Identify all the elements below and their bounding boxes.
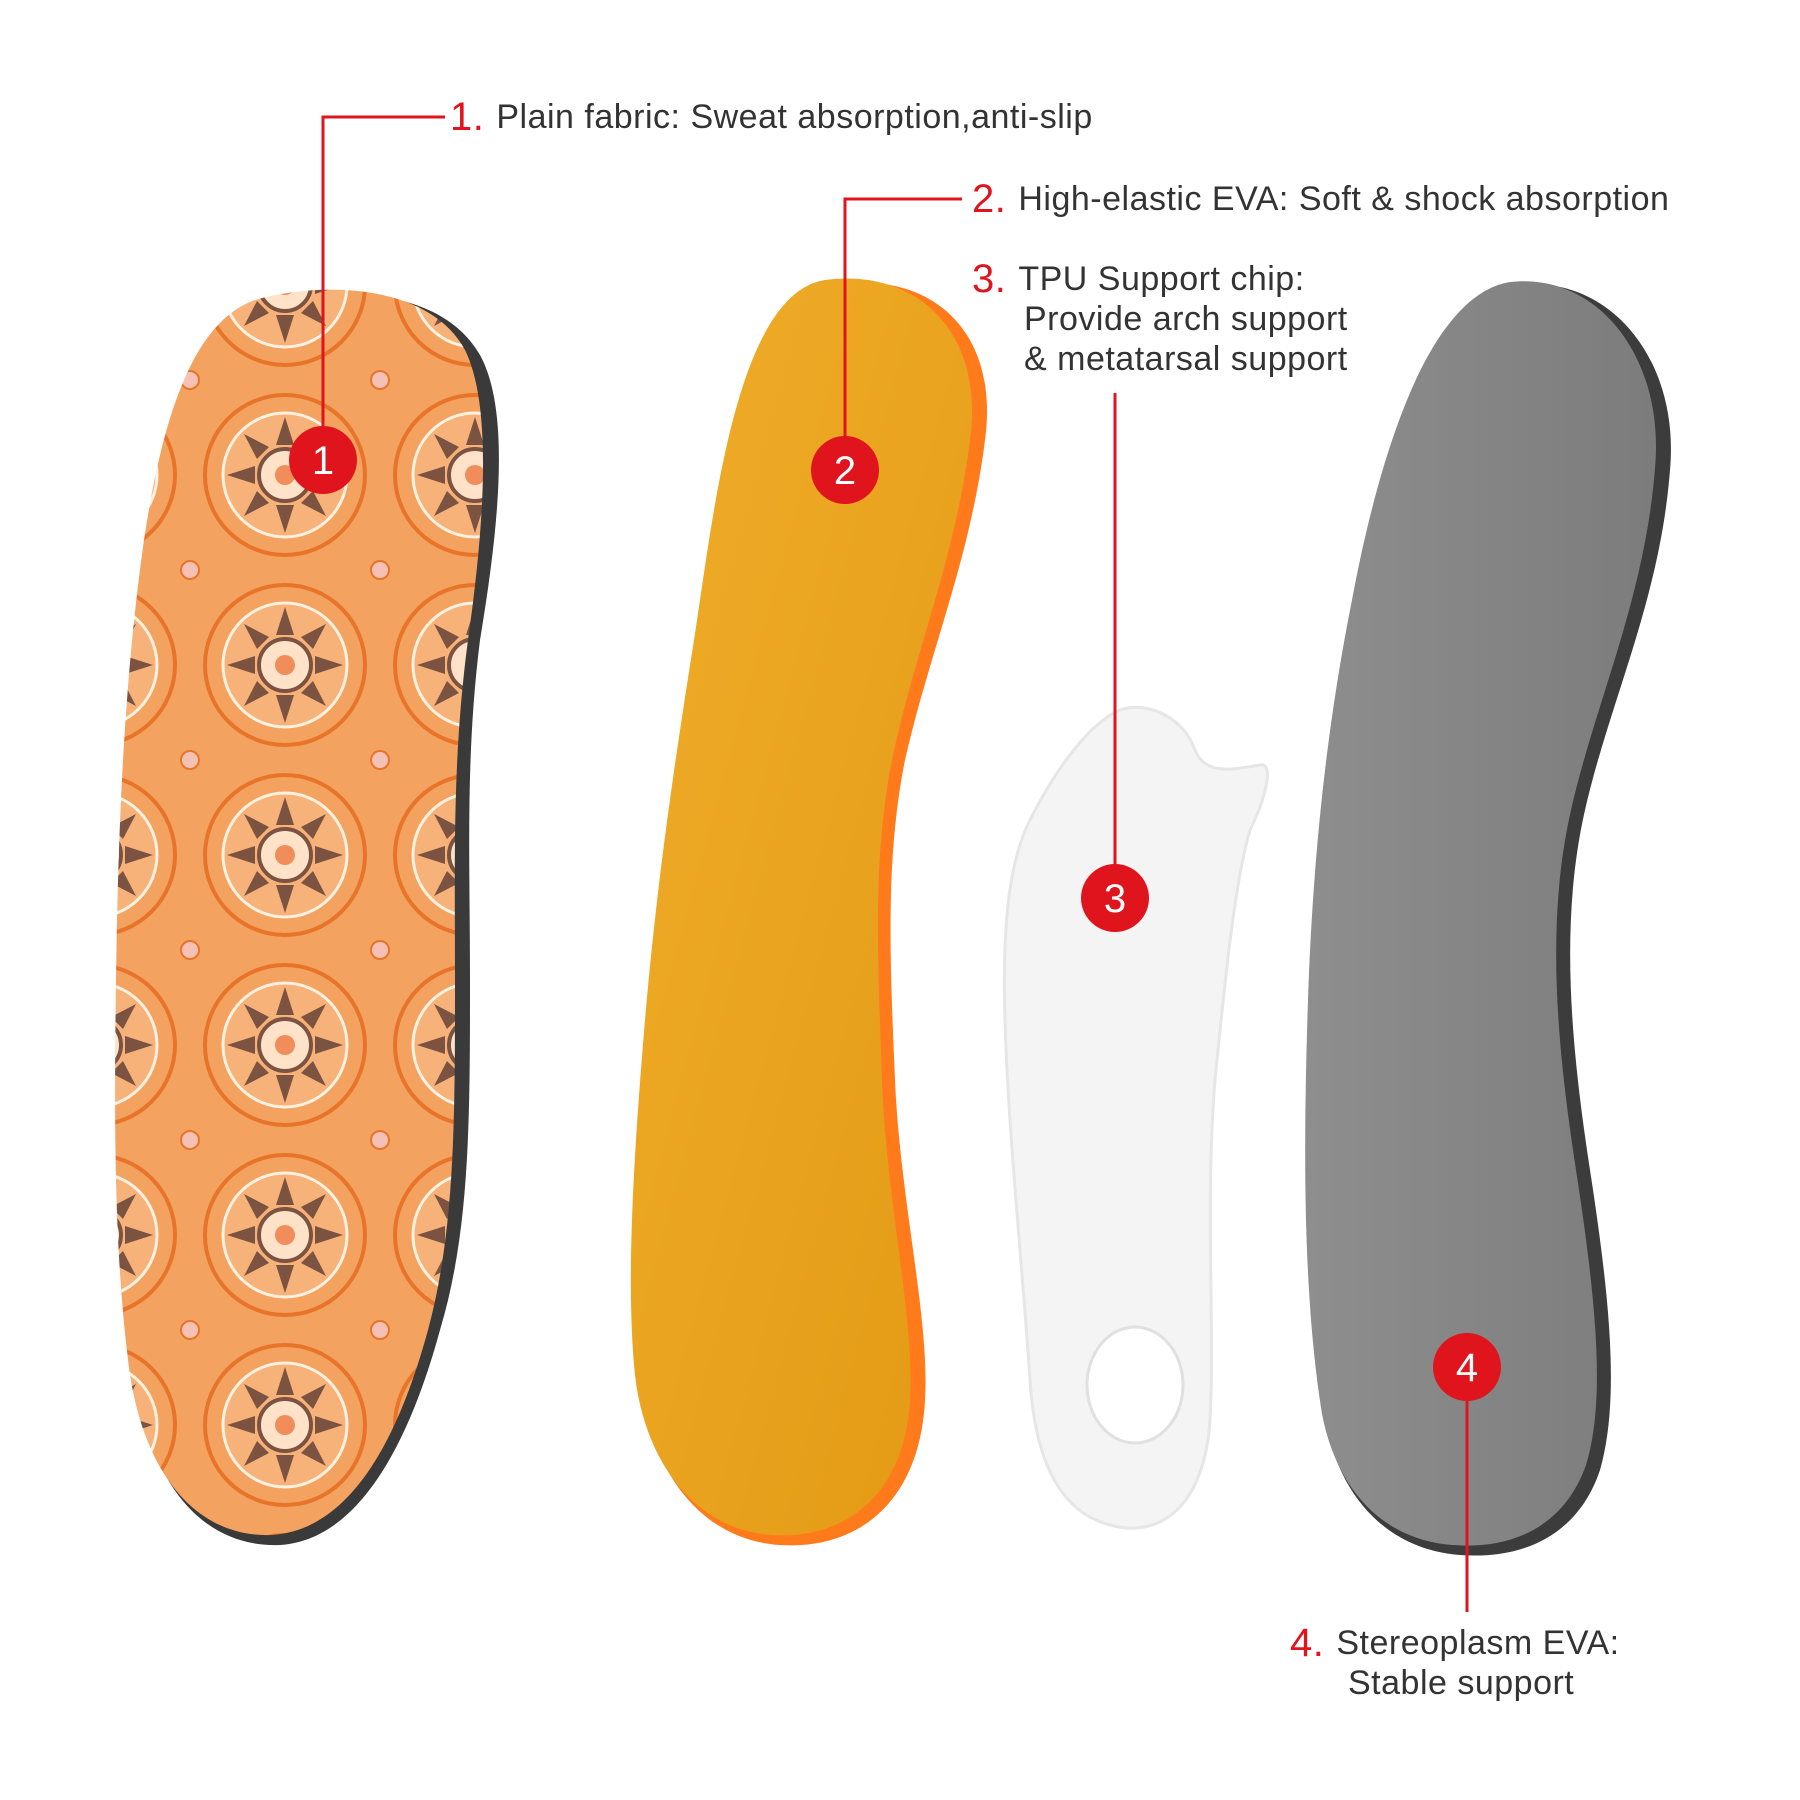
badge-3: 3 xyxy=(1081,864,1149,932)
fabric-insole-surface xyxy=(115,289,484,1536)
label-2: 2. High-elastic EVA: Soft & shock absorpt… xyxy=(972,179,1669,219)
label-4-title: Stereoplasm EVA: xyxy=(1336,1624,1620,1662)
label-4: 4. Stereoplasm EVA: Stable support xyxy=(1290,1623,1620,1703)
badge-4: 4 xyxy=(1433,1333,1501,1401)
label-1-number: 1. xyxy=(450,95,485,139)
label-2-number: 2. xyxy=(972,177,1007,221)
leader-lines xyxy=(321,115,1469,1612)
label-2-title: High-elastic EVA: Soft & shock absorptio… xyxy=(1018,180,1670,218)
svg-text:1: 1 xyxy=(312,439,334,483)
svg-text:4: 4 xyxy=(1456,1346,1478,1390)
stereoplasm-layer xyxy=(1305,281,1671,1556)
eva-layer xyxy=(630,278,988,1546)
tpu-chip-heel-hole xyxy=(1085,1325,1185,1445)
label-4-subtitle: Stable support xyxy=(1348,1664,1575,1702)
tpu-chip xyxy=(1002,705,1269,1530)
label-3-subtitle-2: & metatarsal support xyxy=(1024,340,1348,378)
badge-1: 1 xyxy=(289,426,357,494)
tpu-chip-surface xyxy=(1002,705,1269,1530)
label-1-title: Plain fabric: Sweat absorption,anti-slip xyxy=(496,98,1093,136)
label-1: 1. Plain fabric: Sweat absorption,anti-sl… xyxy=(450,97,1093,137)
label-4-number: 4. xyxy=(1290,1621,1325,1665)
fabric-insole xyxy=(115,289,499,1546)
svg-text:2: 2 xyxy=(834,449,856,493)
svg-text:3: 3 xyxy=(1104,877,1126,921)
label-3-subtitle: Provide arch support xyxy=(1024,300,1348,338)
label-3-title: TPU Support chip: xyxy=(1018,260,1305,298)
badge-2: 2 xyxy=(811,436,879,504)
leader-line-2 xyxy=(843,197,962,445)
label-3: 3. TPU Support chip: Provide arch support… xyxy=(972,259,1348,379)
label-3-number: 3. xyxy=(972,257,1007,301)
stereoplasm-layer-surface xyxy=(1305,281,1656,1546)
leader-line-1 xyxy=(321,115,445,430)
eva-layer-surface xyxy=(630,278,973,1536)
